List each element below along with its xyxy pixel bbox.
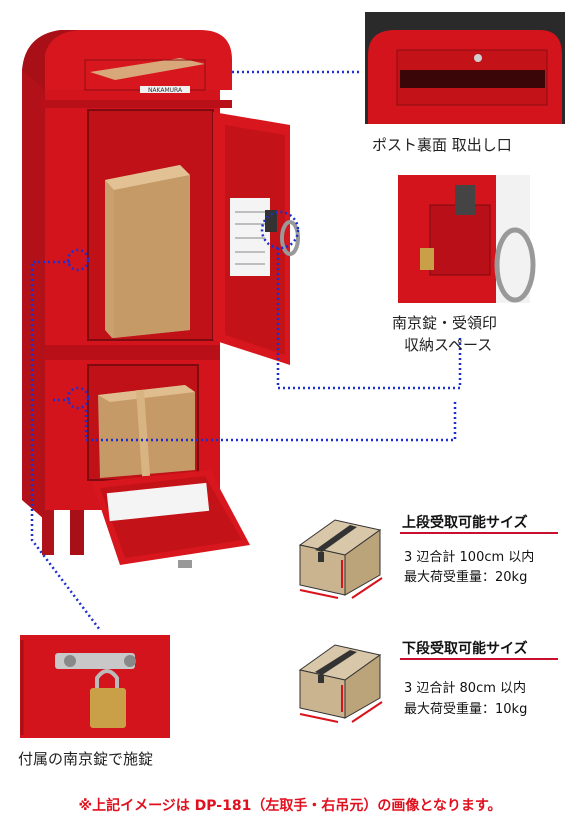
lower-size-box-icon bbox=[298, 644, 383, 723]
lower-spec-title: 下段受取可能サイズ bbox=[402, 641, 528, 657]
lower-spec-weight: 最大荷受重量：10kg bbox=[404, 702, 528, 717]
padlock-storage-photo bbox=[398, 175, 536, 303]
upper-spec-weight: 最大荷受重量：20kg bbox=[404, 570, 528, 585]
lower-spec-underline bbox=[400, 658, 558, 660]
back-outlet-caption: ポスト裏面 取出し口 bbox=[372, 136, 512, 154]
padlock-included-caption: 付属の南京錠で施錠 bbox=[18, 750, 154, 768]
padlock-photo bbox=[20, 635, 170, 738]
padlock-storage-caption-1: 南京錠・受領印 bbox=[392, 314, 498, 332]
lower-spec-dimensions: 3 辺合計 80cm 以内 bbox=[404, 681, 527, 696]
upper-spec-dimensions: 3 辺合計 100cm 以内 bbox=[404, 550, 535, 565]
upper-spec-underline bbox=[400, 532, 558, 534]
brand-plate-text: NAKAMURA bbox=[148, 87, 183, 94]
delivery-box-main: NAKAMURA bbox=[22, 30, 300, 568]
upper-size-box-icon bbox=[298, 519, 383, 599]
padlock-storage-caption-2: 収納スペース bbox=[404, 336, 493, 354]
callout-lines bbox=[30, 70, 462, 631]
back-outlet-photo bbox=[365, 12, 565, 124]
upper-spec-title: 上段受取可能サイズ bbox=[402, 515, 528, 531]
footnote: ※上記イメージは DP-181（左取手・右吊元）の画像となります。 bbox=[78, 798, 502, 814]
